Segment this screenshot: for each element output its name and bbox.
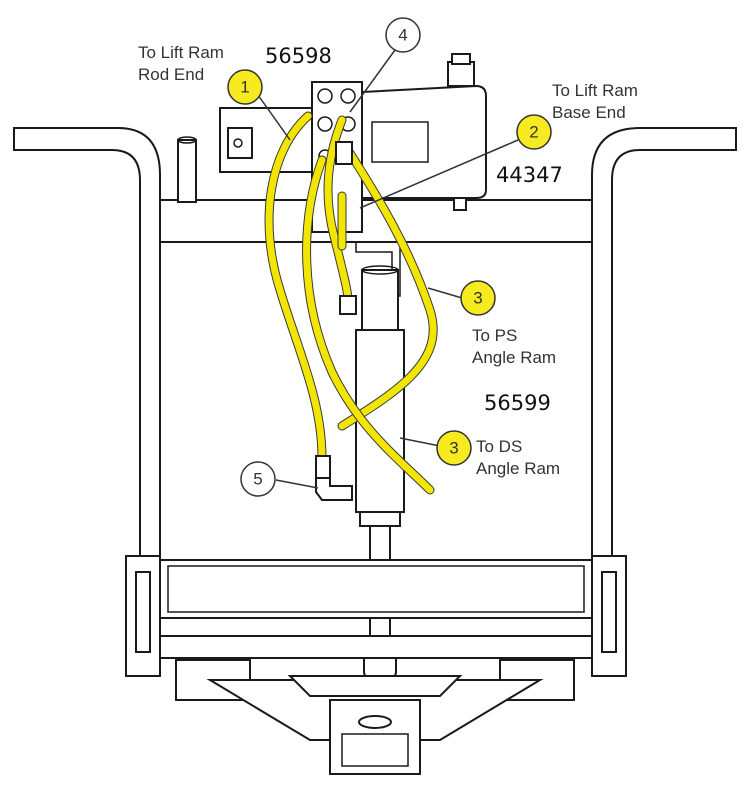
label-ds-angle-ram-line1: To DS xyxy=(476,437,523,456)
label-lift-ram-base-end-line2: Base End xyxy=(552,103,626,122)
callout-3-ps-number: 3 xyxy=(473,289,482,308)
callout-3-ds: 3 xyxy=(436,430,472,466)
hose-fittings xyxy=(315,141,357,501)
callout-4-number: 4 xyxy=(398,26,407,45)
label-ds-angle-ram-line2: Angle Ram xyxy=(476,459,561,478)
callout-2-number: 2 xyxy=(529,123,538,142)
label-lift-ram-base-end-line1: To Lift Ram xyxy=(552,81,638,100)
callout-leaders xyxy=(257,49,519,489)
label-ps-angle-ram-line1: To PS xyxy=(472,326,518,345)
callout-3-ps: 3 xyxy=(460,280,496,316)
breather-pipe xyxy=(177,136,197,203)
callout-1-number: 1 xyxy=(240,78,249,97)
label-ps-angle-ram-line2: Angle Ram xyxy=(472,348,557,367)
callout-5-number: 5 xyxy=(253,470,262,489)
callout-2: 2 xyxy=(516,114,552,150)
callout-1: 1 xyxy=(227,69,263,105)
label-lift-ram-base-end: To Lift Ram Base End xyxy=(552,80,638,124)
part-number-ram: 56599 xyxy=(484,391,551,415)
hydraulic-hoses xyxy=(264,111,438,495)
part-number-valve: 56598 xyxy=(265,44,332,68)
hitch-assembly xyxy=(175,659,575,775)
label-lift-ram-rod-end-line2: Rod End xyxy=(138,65,205,84)
callout-3-ds-number: 3 xyxy=(449,439,458,458)
lower-frame xyxy=(125,555,627,677)
callout-5: 5 xyxy=(240,461,276,497)
label-ps-angle-ram: To PS Angle Ram xyxy=(472,325,556,369)
callout-4: 4 xyxy=(385,17,421,53)
label-lift-ram-rod-end: To Lift Ram Rod End xyxy=(138,42,224,86)
label-ds-angle-ram: To DS Angle Ram xyxy=(476,436,560,480)
label-lift-ram-rod-end-line1: To Lift Ram xyxy=(138,43,224,62)
reservoir-tank xyxy=(361,53,487,211)
part-number-reservoir: 44347 xyxy=(496,163,563,187)
